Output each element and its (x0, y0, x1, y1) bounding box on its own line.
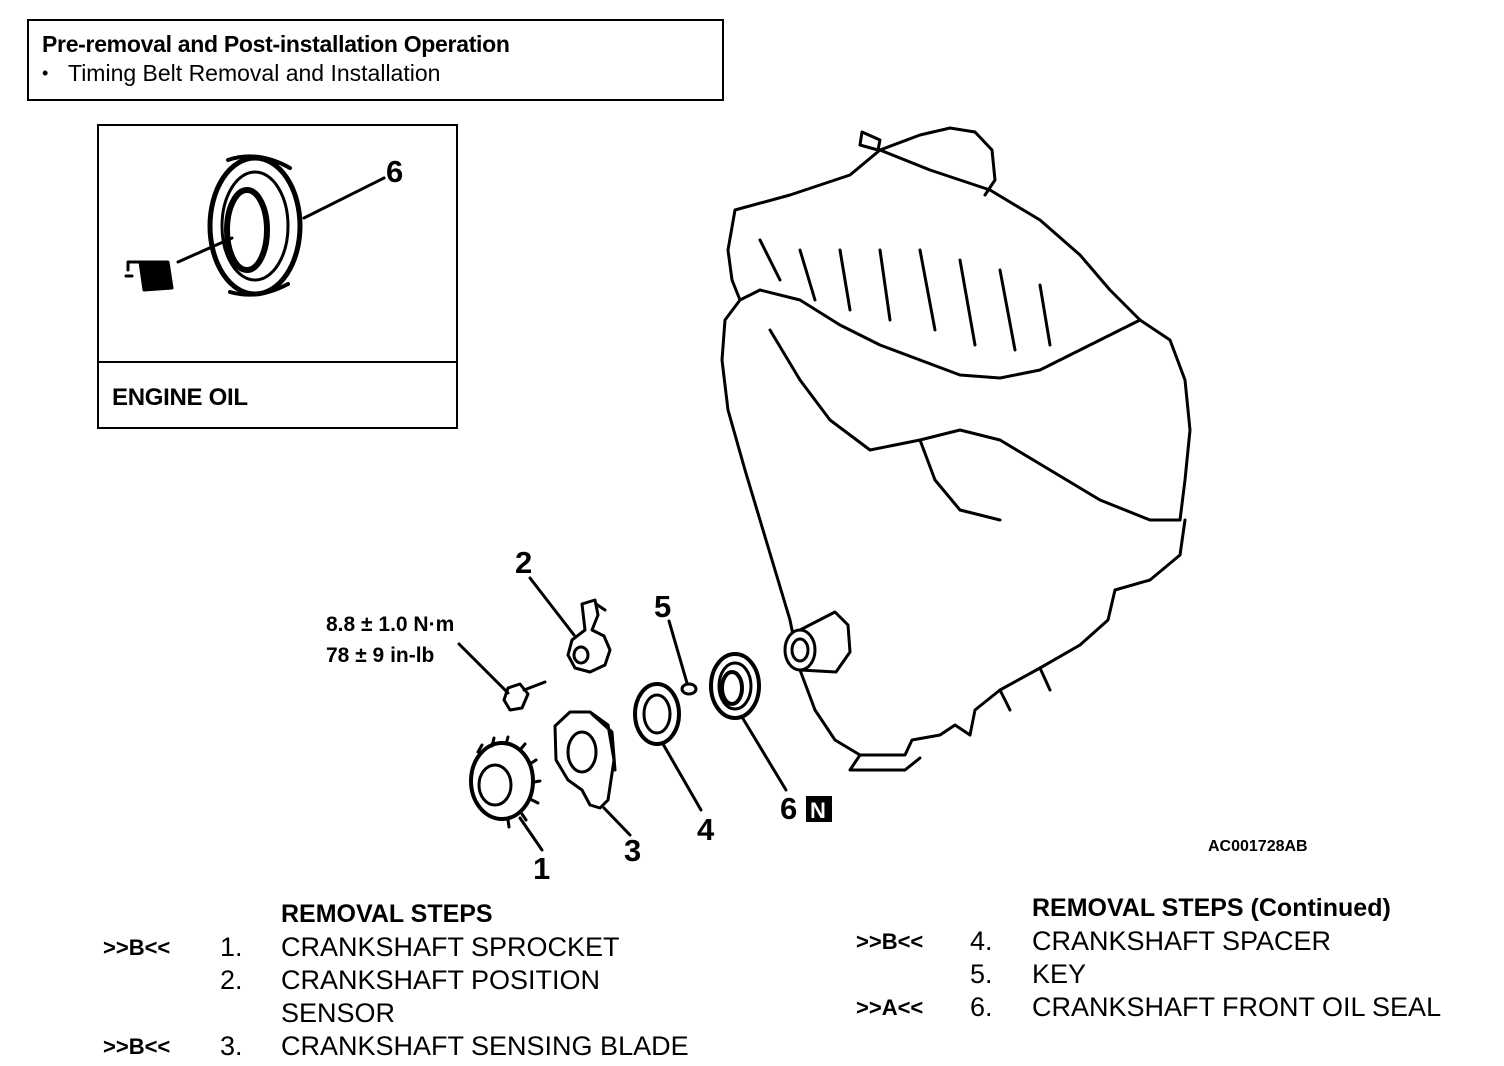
leader-2 (528, 576, 576, 637)
leader-6 (740, 715, 788, 792)
leader-3 (602, 806, 632, 837)
engine-oil-inset: ENGINE OIL (97, 124, 458, 429)
crankshaft-front-oil-seal-icon (709, 652, 761, 720)
engine-block-icon (720, 126, 1192, 772)
step-number: 1. (220, 932, 243, 962)
crankshaft-nose-icon (783, 610, 852, 674)
removal-steps-heading: REMOVAL STEPS (281, 900, 493, 928)
step-number: 3. (220, 1031, 243, 1061)
callout-2: 2 (515, 545, 532, 580)
removal-steps-left: REMOVAL STEPS >>B<< 1. CRANKSHAFT SPROCK… (103, 898, 743, 1063)
crankshaft-sprocket-icon (469, 735, 542, 829)
leader-4 (661, 742, 703, 812)
step-mark: >>B<< (856, 929, 924, 954)
crankshaft-spacer-icon (633, 682, 681, 746)
pre-removal-item: • Timing Belt Removal and Installation (42, 60, 440, 87)
removal-steps-right: REMOVAL STEPS (Continued) >>B<< 4. CRANK… (856, 892, 1476, 1024)
inset-leader-applicator (176, 236, 234, 264)
step-mark: >>A<< (856, 995, 924, 1020)
inset-leader-6 (302, 176, 386, 220)
step-name: CRANKSHAFT POSITION (281, 965, 601, 995)
step-number: 4. (970, 926, 993, 956)
oil-applicator-icon (124, 260, 174, 292)
leader-1 (518, 816, 544, 852)
step-number: 5. (970, 959, 993, 989)
figure-id: AC001728AB (1208, 838, 1308, 855)
pre-removal-item-text: Timing Belt Removal and Installation (68, 60, 441, 86)
inset-divider (99, 361, 456, 363)
removal-steps-continued-heading: REMOVAL STEPS (Continued) (1032, 894, 1391, 922)
callout-1: 1 (533, 851, 550, 886)
oil-seal-inset-icon (207, 154, 303, 297)
step-number: 2. (220, 965, 243, 995)
callout-3: 3 (624, 833, 641, 868)
torque-imperial: 78 ± 9 in-lb (326, 644, 434, 667)
new-part-badge-label: N (810, 798, 826, 823)
step-mark: >>B<< (103, 935, 171, 960)
step-row: 5. KEY (856, 958, 1476, 991)
step-name: KEY (1032, 959, 1087, 989)
bullet-icon: • (42, 63, 49, 83)
step-row: >>B<< 1. CRANKSHAFT SPROCKET (103, 931, 743, 964)
step-row: >>A<< 6. CRANKSHAFT FRONT OIL SEAL (856, 991, 1476, 1024)
callout-4: 4 (697, 812, 715, 847)
new-part-badge (806, 796, 832, 822)
leader-torque (457, 642, 510, 695)
step-mark: >>B<< (103, 1034, 171, 1059)
step-name: CRANKSHAFT SENSING BLADE (281, 1031, 689, 1061)
leader-5 (667, 619, 689, 685)
step-number: 6. (970, 992, 993, 1022)
step-name: CRANKSHAFT FRONT OIL SEAL (1032, 992, 1442, 1022)
step-name: CRANKSHAFT SPACER (1032, 926, 1332, 956)
sensor-bolt-icon (502, 680, 547, 712)
step-row: SENSOR (103, 997, 743, 1030)
step-row: >>B<< 4. CRANKSHAFT SPACER (856, 925, 1476, 958)
callout-5: 5 (654, 589, 671, 624)
crankshaft-position-sensor-icon (566, 598, 612, 674)
pre-removal-title: Pre-removal and Post-installation Operat… (42, 31, 510, 57)
step-row: >>B<< 3. CRANKSHAFT SENSING BLADE (103, 1030, 743, 1063)
pre-removal-box: Pre-removal and Post-installation Operat… (27, 19, 724, 101)
step-row: 2. CRANKSHAFT POSITION (103, 964, 743, 997)
inset-caption: ENGINE OIL (112, 384, 248, 411)
callout-6: 6 (780, 791, 797, 826)
step-name: CRANKSHAFT SPROCKET (281, 932, 620, 962)
inset-callout-6: 6 (386, 154, 403, 189)
step-name: SENSOR (281, 998, 396, 1028)
crankshaft-sensing-blade-icon (553, 710, 617, 810)
torque-metric: 8.8 ± 1.0 N·m (326, 613, 454, 636)
key-icon (680, 682, 698, 696)
